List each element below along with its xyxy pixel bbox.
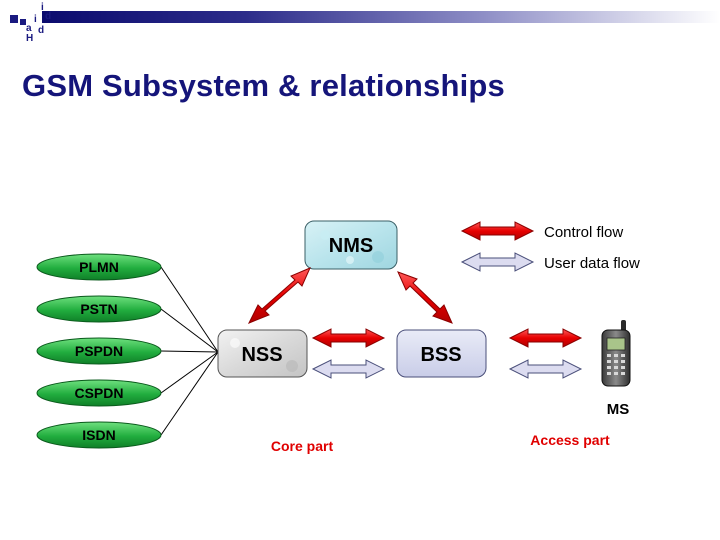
logo-letter: i <box>34 14 37 25</box>
link-pspdn-nss <box>160 350 219 353</box>
arrow-nss-bss-userdata <box>311 359 386 379</box>
legend-userdata-arrow <box>460 252 535 272</box>
network-isdn: ISDN <box>36 421 162 449</box>
legend-control-label: Control flow <box>544 224 623 241</box>
arrow-bss-ms-userdata <box>508 359 583 379</box>
link-plmn-nss <box>160 266 219 353</box>
network-label: CSPDN <box>74 385 123 401</box>
core-part-label: Core part <box>271 438 334 454</box>
legend-userdata-label: User data flow <box>544 255 640 272</box>
logo-letter: d <box>45 11 52 22</box>
logo-letter: H <box>26 33 34 44</box>
logo-letter: d <box>38 25 45 36</box>
network-plmn: PLMN <box>36 253 162 281</box>
header-gradient-bar <box>42 11 720 23</box>
network-pstn: PSTN <box>36 295 162 323</box>
network-label: PSTN <box>80 301 117 317</box>
link-cspdn-nss <box>160 351 219 394</box>
network-cspdn: CSPDN <box>36 379 162 407</box>
link-isdn-nss <box>160 351 219 436</box>
logo-square <box>10 15 18 23</box>
node-nms: NMS <box>304 220 398 270</box>
logo-letter: a <box>26 23 32 34</box>
node-bss: BSS <box>396 329 487 378</box>
access-part-label: Access part <box>530 432 610 448</box>
mobile-phone-icon <box>601 320 631 387</box>
link-pstn-nss <box>160 308 219 353</box>
logo-square <box>20 19 26 25</box>
ms-label: MS <box>607 401 630 418</box>
network-label: ISDN <box>82 427 115 443</box>
legend-control-arrow <box>460 221 535 241</box>
legend: Control flow User data flow <box>460 221 640 272</box>
arrow-bss-ms-control <box>508 328 583 348</box>
node-label: BSS <box>420 344 461 366</box>
network-pspdn: PSPDN <box>36 337 162 365</box>
node-label: NMS <box>329 235 373 257</box>
network-label: PSPDN <box>75 343 123 359</box>
node-label: NSS <box>241 344 282 366</box>
logo: i d i a d H <box>8 2 58 46</box>
slide-title: GSM Subsystem & relationships <box>22 68 505 103</box>
network-label: PLMN <box>79 259 119 275</box>
arrow-nss-nms-control <box>247 267 311 324</box>
network-links <box>160 266 219 436</box>
arrow-nss-bss-control <box>311 328 386 348</box>
node-nss: NSS <box>217 329 308 378</box>
logo-letter: i <box>41 2 44 13</box>
arrow-nms-bss-control <box>397 271 453 324</box>
